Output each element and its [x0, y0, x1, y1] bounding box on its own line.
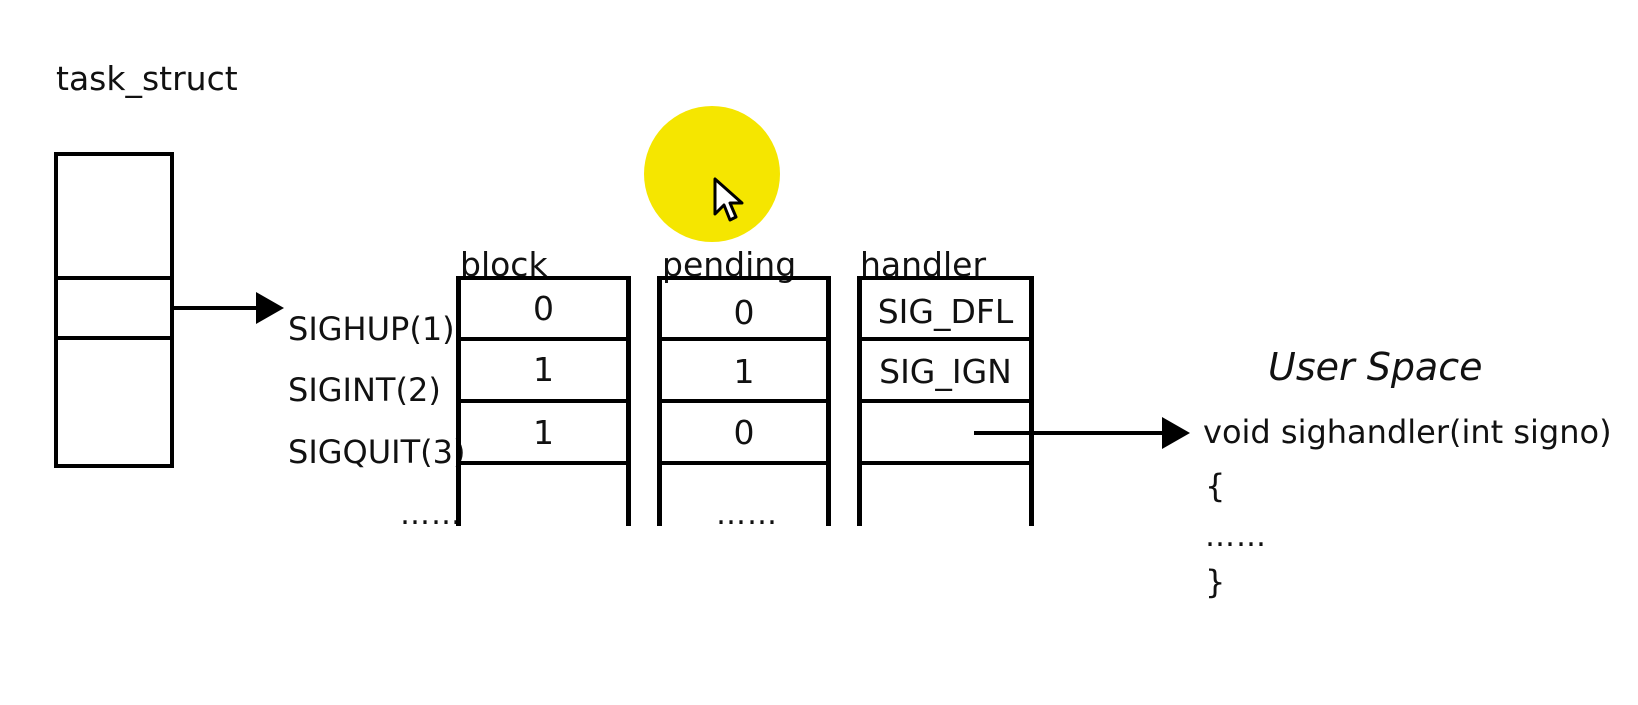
handler-row-line: [857, 461, 1034, 465]
task-struct-label: task_struct: [56, 59, 238, 98]
task-struct-divider: [54, 276, 174, 280]
pending-row-line: [657, 337, 831, 341]
block-row-line: [456, 399, 631, 403]
signal-label-sigquit: SIGQUIT(3): [288, 433, 466, 471]
handler-to-user-arrow-shaft: [974, 431, 1166, 435]
column-header-pending: pending: [662, 245, 797, 284]
user-space-title: User Space: [1268, 345, 1483, 389]
signal-label-sigint: SIGINT(2): [288, 371, 441, 409]
handler-row-line: [857, 337, 1034, 341]
pending-value-sigquit: 0: [733, 413, 755, 452]
block-value-sigint: 1: [533, 350, 554, 389]
handler-value-sigint: SIG_IGN: [879, 352, 1012, 391]
task-to-table-arrow-head: [256, 292, 284, 324]
pending-value-sigint: 1: [733, 352, 755, 391]
pending-row-line: [657, 399, 831, 403]
block-row-line: [456, 276, 631, 280]
block-row-line: [456, 461, 631, 465]
handler-row-line: [857, 276, 1034, 280]
task-to-table-arrow-shaft: [174, 306, 258, 310]
block-value-sighup: 0: [533, 289, 554, 328]
user-space-code-line-1: void sighandler(int signo): [1203, 413, 1612, 451]
block-row-line: [456, 337, 631, 341]
user-space-code-line-4: }: [1205, 563, 1226, 601]
pending-row-line: [657, 461, 831, 465]
handler-to-user-arrow-head: [1162, 417, 1190, 449]
pending-ellipsis: ……: [716, 497, 778, 532]
pending-value-sighup: 0: [733, 293, 755, 332]
block-value-sigquit: 1: [533, 413, 554, 452]
mouse-cursor-icon: [713, 177, 744, 222]
handler-row-line: [857, 399, 1034, 403]
task-struct-box: [54, 152, 174, 468]
handler-value-sighup: SIG_DFL: [877, 292, 1014, 331]
signal-ellipsis: ……: [400, 497, 462, 532]
user-space-code-line-3: ……: [1205, 519, 1267, 554]
pending-row-line: [657, 276, 831, 280]
column-header-handler: handler: [860, 245, 987, 284]
user-space-code-line-2: {: [1205, 467, 1226, 505]
task-struct-divider: [54, 336, 174, 340]
column-header-block: block: [460, 245, 548, 284]
cursor-highlight: [644, 106, 780, 242]
signal-label-sighup: SIGHUP(1): [288, 310, 455, 348]
